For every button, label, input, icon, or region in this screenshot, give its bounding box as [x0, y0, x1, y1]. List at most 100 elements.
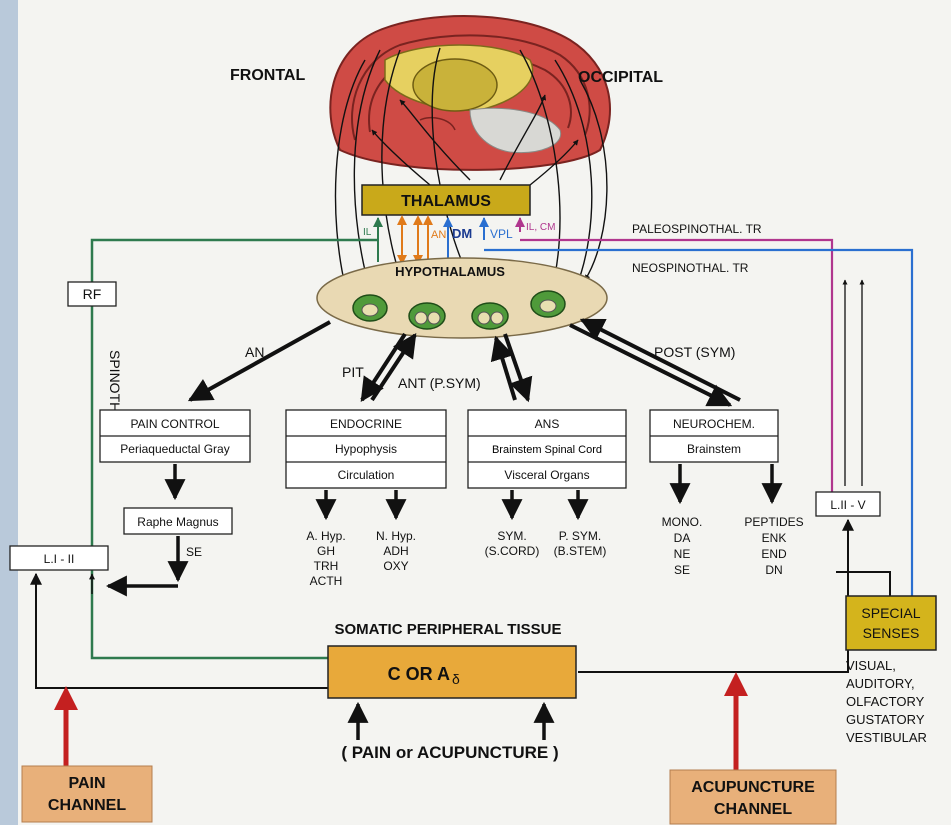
vpl-label: VPL [490, 227, 513, 241]
il-label: IL [363, 227, 372, 238]
occipital-label: OCCIPITAL [578, 69, 663, 86]
l2-5-box [815, 491, 881, 517]
sym-list: SYM. (S.CORD) [485, 529, 540, 558]
left-margin-strip [0, 0, 18, 825]
raphe-magnus-box [123, 507, 233, 535]
special-line1: SPECIAL [861, 605, 920, 621]
ans-sub2: Visceral Organs [504, 468, 589, 482]
special-senses-list: VISUAL, AUDITORY, OLFACTORY GUSTATORY VE… [846, 658, 927, 745]
somatic-label: SOMATIC PERIPHERAL TISSUE [335, 621, 562, 638]
hypothalamic-nuclei [352, 290, 566, 330]
endocrine-sub1: Hypophysis [335, 442, 397, 456]
endocrine-title: ENDOCRINE [330, 417, 402, 431]
cortical-projection-fibers [334, 47, 608, 306]
ans-module: ANS Brainstem Spinal Cord Visceral Organ… [467, 409, 627, 489]
neurochem-sub: Brainstem [687, 442, 741, 456]
module-output-arrows [164, 464, 783, 521]
il-cm-label: IL, CM [526, 222, 555, 233]
acupuncture-channel-line1: ACUPUNCTURE [691, 779, 815, 796]
special-senses-box [845, 595, 937, 651]
endocrine-sub2: Circulation [338, 468, 395, 482]
neospinothal-tract-blue [484, 248, 914, 596]
stimulus-label: ( PAIN or ACUPUNCTURE ) [341, 743, 558, 762]
a-hyp-2: TRH [314, 559, 339, 573]
peptides-1: ENK [762, 531, 787, 545]
l1-2-box [9, 545, 109, 571]
acupuncture-channel-arrow-head [724, 672, 748, 696]
peptides-2: END [761, 547, 787, 561]
special-senses-line [836, 571, 891, 596]
a-hyp-3: ACTH [310, 574, 343, 588]
senses-4: VESTIBULAR [846, 730, 927, 745]
senses-1: AUDITORY, [846, 676, 915, 691]
rf-label: RF [83, 286, 102, 302]
spinothal-tract-green [90, 238, 378, 660]
an-nucleus-label: AN [431, 229, 446, 241]
mono-0: MONO. [662, 515, 703, 529]
senses-2: OLFACTORY [846, 694, 925, 709]
n-hyp-2: OXY [383, 559, 408, 573]
psym-1: (B.STEM) [554, 544, 607, 558]
frontal-label: FRONTAL [230, 67, 305, 84]
pain-to-l12-line [30, 572, 330, 689]
n-hyp-list: N. Hyp. ADH OXY [376, 529, 416, 573]
peptides-3: DN [765, 563, 782, 577]
neurochem-title: NEUROCHEM. [673, 417, 755, 431]
a-hyp-list: A. Hyp. GH TRH ACTH [306, 529, 345, 588]
paleospinothal-label: PALEOSPINOTHAL. TR [632, 222, 762, 236]
peptides-0: PEPTIDES [744, 515, 803, 529]
pain-channel-line1: PAIN [68, 775, 105, 792]
endocrine-module: ENDOCRINE Hypophysis Circulation [285, 409, 447, 489]
acupuncture-channel-line2: CHANNEL [714, 801, 792, 818]
l2-5-label: L.II - V [830, 498, 865, 512]
a-hyp-0: A. Hyp. [306, 529, 345, 543]
se-label: SE [186, 545, 202, 559]
fiber-delta: δ [452, 671, 460, 687]
an-pathway-label: AN [245, 344, 264, 360]
a-hyp-1: GH [317, 544, 335, 558]
senses-3: GUSTATORY [846, 712, 925, 727]
thalamus-box [361, 184, 531, 216]
acupuncture-channel-box [669, 769, 837, 825]
ans-title: ANS [535, 417, 560, 431]
mono-1: DA [674, 531, 691, 545]
raphe-magnus-label: Raphe Magnus [137, 515, 218, 529]
special-line2: SENSES [863, 625, 920, 641]
sym-1: (S.CORD) [485, 544, 540, 558]
senses-0: VISUAL, [846, 658, 896, 673]
pain-control-module: PAIN CONTROL Periaqueductal Gray [99, 409, 251, 463]
post-sym-pathway-label: POST (SYM) [654, 344, 735, 360]
pain-channel-box [21, 765, 153, 823]
n-hyp-1: ADH [383, 544, 408, 558]
l1-2-label: L.I - II [44, 552, 75, 566]
mono-3: SE [674, 563, 690, 577]
mono-2: NE [674, 547, 691, 561]
neospinothal-label: NEOSPINOTHAL. TR [632, 261, 749, 275]
thalamus-label: THALAMUS [401, 193, 491, 210]
ant-psym-pathway-label: ANT (P.SYM) [398, 375, 481, 391]
pain-control-title: PAIN CONTROL [130, 417, 219, 431]
pain-control-sub: Periaqueductal Gray [120, 442, 229, 456]
pit-pathway-label: PIT [342, 364, 364, 380]
ans-sub1: Brainstem Spinal Cord [492, 444, 602, 456]
hypothalamus-ellipse [316, 257, 608, 339]
rf-box [67, 281, 117, 307]
sym-0: SYM. [497, 529, 526, 543]
brain-illustration [329, 15, 611, 171]
hypothalamus-label: HYPOTHALAMUS [395, 264, 505, 279]
dm-label: DM [452, 226, 472, 241]
peptides-list: PEPTIDES ENK END DN [744, 515, 803, 577]
fiber-to-l25-line [578, 518, 854, 673]
neurochem-module: NEUROCHEM. Brainstem [649, 409, 779, 463]
psym-list: P. SYM. (B.STEM) [554, 529, 607, 558]
n-hyp-0: N. Hyp. [376, 529, 416, 543]
hypothalamic-output-arrows [187, 318, 741, 407]
pain-channel-arrow-head [54, 686, 78, 710]
psym-0: P. SYM. [559, 529, 601, 543]
fiber-label: C OR A [388, 664, 450, 684]
mono-list: MONO. DA NE SE [662, 515, 703, 577]
paleospinothal-tract-magenta [520, 238, 834, 500]
pain-channel-line2: CHANNEL [48, 797, 126, 814]
fiber-box [327, 645, 577, 699]
